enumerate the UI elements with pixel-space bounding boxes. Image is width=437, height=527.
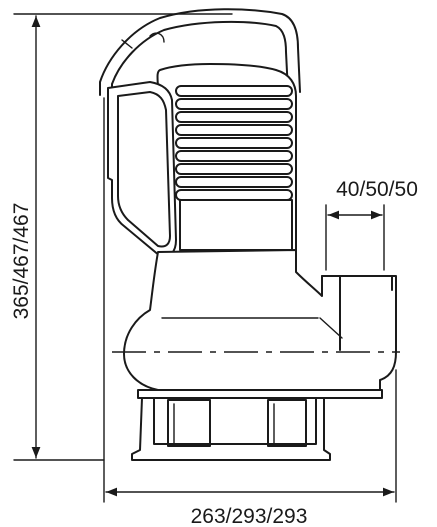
base-flange	[137, 389, 383, 399]
height-dimension: 365/467/467	[10, 13, 233, 461]
pump-outline	[99, 8, 400, 461]
width-label: 263/293/293	[191, 505, 308, 527]
float-guard-inner	[117, 91, 171, 248]
pump-housing	[123, 249, 397, 391]
motor-lower-band	[179, 199, 293, 251]
handle	[99, 8, 301, 96]
pump-stand	[131, 397, 331, 461]
handle-clip	[149, 32, 165, 43]
cable-stub	[121, 39, 133, 49]
outlet-label: 40/50/50	[336, 178, 418, 201]
height-label: 365/467/467	[10, 203, 33, 320]
stand-window-right	[267, 399, 307, 447]
cooling-ribs	[175, 85, 293, 201]
outlet-dimension: 40/50/50	[325, 178, 418, 271]
handle-inner	[111, 20, 289, 93]
outlet-port	[321, 275, 393, 291]
outlet-throat-line	[319, 317, 343, 339]
width-dimension: 263/293/293	[103, 97, 397, 527]
stand-window-left	[167, 399, 211, 447]
